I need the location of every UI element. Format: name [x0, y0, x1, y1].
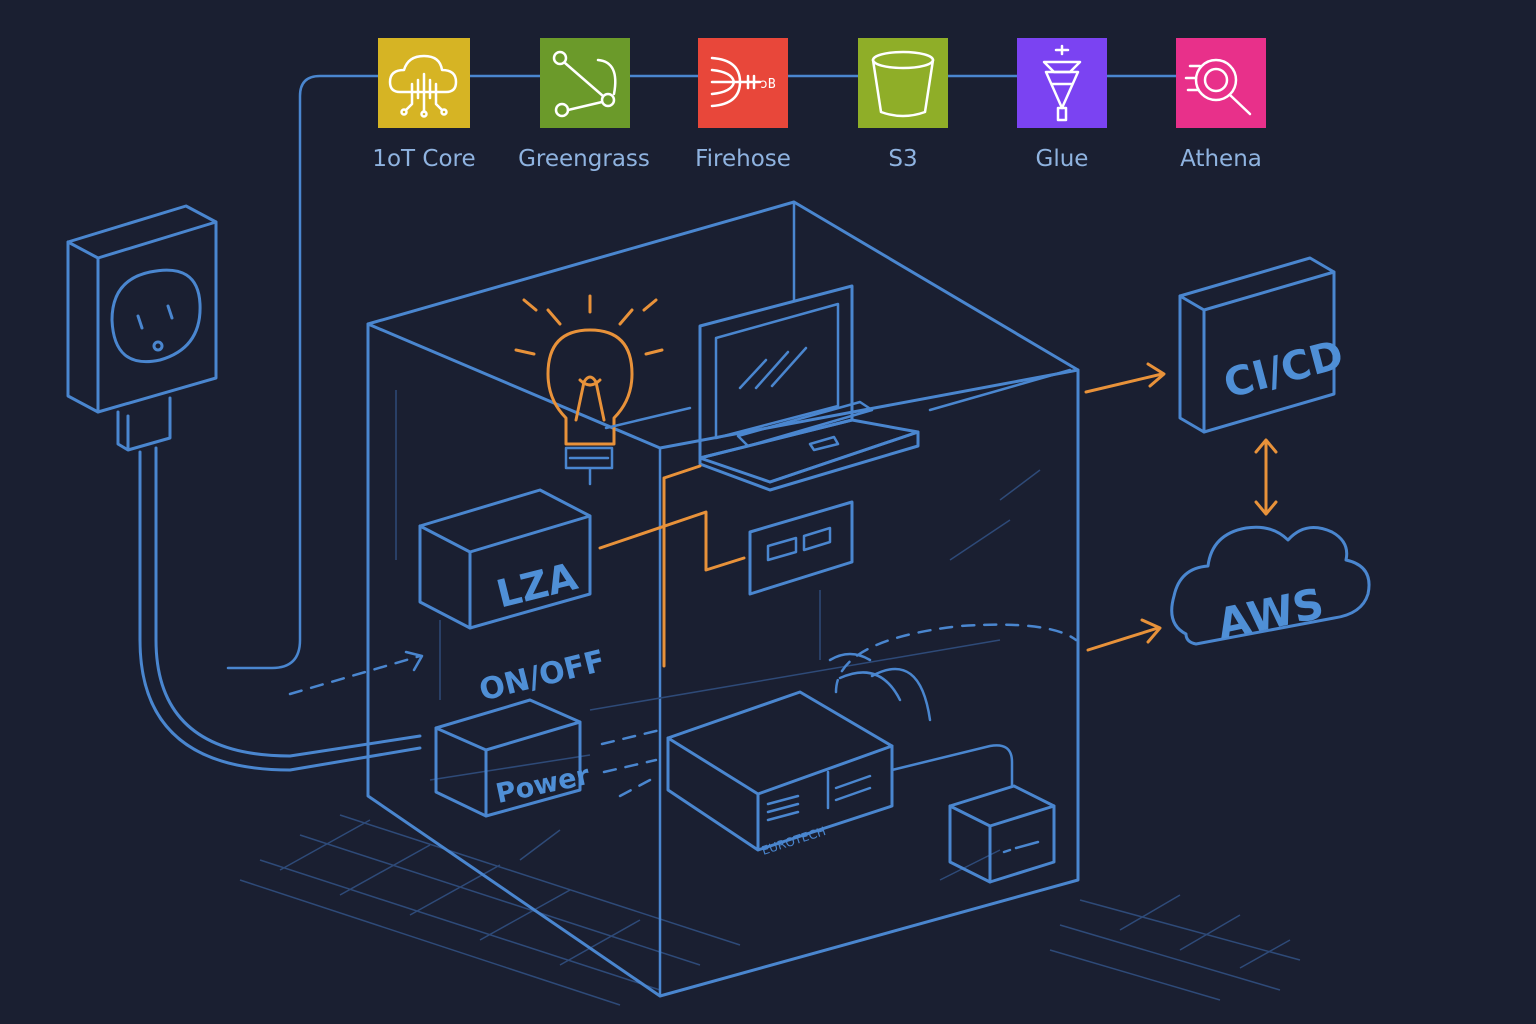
s3-bucket-icon: [871, 50, 935, 118]
greengrass-icon: [552, 50, 617, 118]
lza-box: LZA: [418, 488, 592, 630]
power-plug: [116, 396, 172, 452]
arrow-to-aws: [1086, 618, 1162, 652]
device-enclosure-cube: [366, 200, 1080, 998]
eurotech-label: EUROTECH: [760, 824, 828, 858]
service-label-s3: S3: [888, 146, 917, 172]
dashed-inflow: [288, 654, 422, 696]
sensor-cable: [890, 744, 1014, 788]
glue-icon: [1042, 44, 1082, 122]
sensor-box: [948, 784, 1056, 884]
wall-socket: [66, 204, 218, 414]
lza-label: LZA: [492, 554, 582, 616]
service-tile-iot-core[interactable]: [378, 38, 470, 128]
athena-icon: [1184, 58, 1252, 116]
cube-inner-line: [604, 368, 1072, 430]
wireless-signal-icon: [828, 623, 1078, 722]
laptop-icon: [698, 284, 920, 492]
power-dash-lines: [600, 728, 662, 798]
service-tile-firehose[interactable]: ɔB: [698, 38, 788, 128]
service-label-athena: Athena: [1180, 146, 1262, 172]
service-labels: 1oT Core Greengrass Firehose S3 Glue Ath…: [372, 146, 1262, 172]
service-label-firehose: Firehose: [695, 146, 791, 172]
aws-label: AWS: [1213, 579, 1328, 649]
on-off-label: ON/OFF: [476, 644, 609, 709]
service-label-iot-core: 1oT Core: [372, 146, 475, 172]
service-label-glue: Glue: [1036, 146, 1089, 172]
firehose-icon: ɔB: [710, 56, 776, 108]
socket-outlet-icon: [110, 268, 202, 364]
power-cable: [138, 446, 422, 772]
arrow-to-cicd: [1084, 362, 1166, 394]
light-bulb-icon: [514, 294, 664, 486]
service-tile-glue[interactable]: [1017, 38, 1107, 128]
iot-core-icon: [388, 54, 458, 118]
service-tile-athena[interactable]: [1176, 38, 1266, 128]
svg-text:ɔB: ɔB: [760, 77, 776, 92]
cicd-box: CI/CD: [1178, 256, 1348, 434]
control-wiring: [598, 464, 746, 668]
cicd-aws-sync-arrow: [1254, 438, 1278, 516]
eurotech-gateway: EUROTECH: [666, 690, 894, 858]
inflow-arrowhead: [404, 650, 424, 672]
service-tile-s3[interactable]: [858, 38, 948, 128]
service-tile-greengrass[interactable]: [540, 38, 630, 128]
floor-grid: [239, 814, 1301, 1006]
relay-module: [748, 500, 854, 596]
aws-cloud: AWS: [1170, 525, 1371, 649]
service-label-greengrass: Greengrass: [518, 146, 650, 172]
